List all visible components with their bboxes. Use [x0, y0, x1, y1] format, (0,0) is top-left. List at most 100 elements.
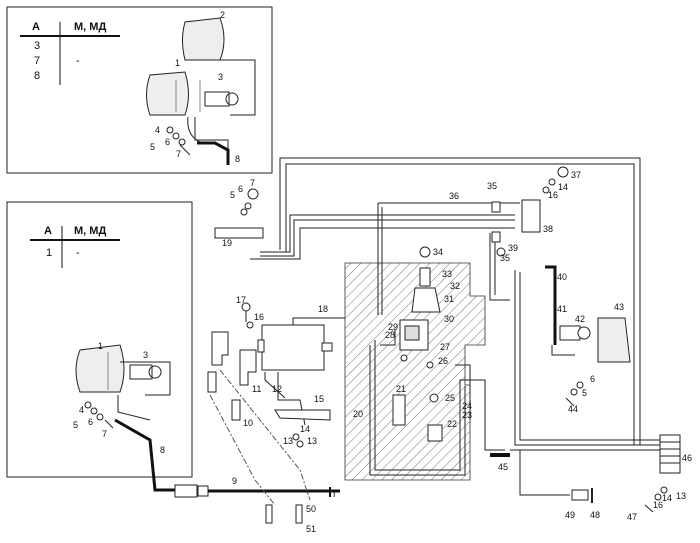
callout-28: 28 [385, 330, 395, 340]
inset-top-row0-a: 3 [34, 40, 40, 52]
callout-40: 40 [557, 272, 567, 282]
callout-23: 23 [462, 410, 472, 420]
inset-left-col-b: М, МД [74, 225, 106, 237]
connector-9b [197, 485, 209, 497]
left-label-5: 5 [73, 420, 78, 430]
cable-40 [545, 265, 557, 345]
callout-35b: 35 [500, 253, 510, 263]
callout-44: 44 [568, 404, 578, 414]
callout-30: 30 [444, 314, 454, 324]
left-label-3: 3 [143, 350, 148, 360]
inset-left-labels: 1 3 4 5 6 7 8 [73, 341, 165, 455]
callout-41: 41 [557, 304, 567, 314]
callout-21: 21 [396, 384, 406, 394]
callout-31: 31 [444, 294, 454, 304]
callout-50: 50 [306, 504, 316, 514]
left-label-7: 7 [102, 429, 107, 439]
callout-12: 12 [272, 384, 282, 394]
callout-51: 51 [306, 524, 316, 534]
callout-5-b: 5 [582, 388, 587, 398]
inset-left-frame [6, 201, 193, 478]
callout-18: 18 [318, 304, 328, 314]
left-label-1: 1 [98, 341, 103, 351]
inset-top-headlamps [146, 17, 256, 155]
switch-19 [214, 188, 264, 239]
callout-33: 33 [442, 269, 452, 279]
label-8: 8 [235, 154, 240, 164]
callout-14: 14 [300, 424, 310, 434]
label-1: 1 [175, 58, 180, 68]
left-label-6: 6 [88, 417, 93, 427]
callout-16-right: 16 [548, 190, 558, 200]
callout-6-b: 6 [590, 374, 595, 384]
callout-39: 39 [508, 243, 518, 253]
tail-lamp-43 [597, 317, 631, 363]
callout-46: 46 [682, 453, 692, 463]
callout-38: 38 [543, 224, 553, 234]
callout-16: 16 [254, 312, 264, 322]
inset-top-row2-a: 8 [34, 70, 40, 82]
callout-16-bottom: 16 [653, 500, 663, 510]
bolts [241, 302, 668, 513]
callout-25: 25 [445, 393, 455, 403]
callout-labels: 9 10 11 12 13 14 15 16 17 18 19 20 21 22… [222, 170, 692, 534]
callout-17: 17 [236, 295, 246, 305]
connector-9 [174, 484, 198, 498]
left-label-8: 8 [160, 445, 165, 455]
callout-13-right: 13 [676, 491, 686, 501]
callout-19: 19 [222, 238, 232, 248]
callout-13-b: 13 [283, 436, 293, 446]
callout-29: 29 [388, 322, 398, 332]
callout-13: 13 [307, 436, 317, 446]
inset-top-cable [197, 141, 230, 165]
engine-hatch-area [344, 262, 486, 481]
callout-32: 32 [450, 281, 460, 291]
main-harness [250, 157, 660, 476]
inset-left-row0-a: 1 [46, 247, 52, 259]
inset-top-frame [6, 6, 273, 174]
inset-left-headlamp [75, 344, 171, 429]
lead-line-a [209, 394, 276, 506]
callout-34: 34 [433, 247, 443, 257]
callout-26: 26 [438, 356, 448, 366]
callout-9: 9 [232, 476, 237, 486]
ignition-coil-12 [257, 317, 345, 426]
cable-8 [114, 418, 175, 492]
inset-top-table: А М, МД 3 7 - 8 [20, 21, 120, 85]
bracket-15 [274, 409, 331, 421]
callout-10: 10 [243, 418, 253, 428]
label-6: 6 [165, 137, 170, 147]
lead-line-b [219, 369, 311, 501]
label-2: 2 [220, 10, 225, 20]
callout-5-top: 5 [230, 190, 235, 200]
inset-left-row0-b: - [76, 247, 80, 259]
connector-38 [491, 166, 569, 257]
callout-42: 42 [575, 314, 585, 324]
callout-27: 27 [440, 342, 450, 352]
inset-top-col-b: М, МД [74, 21, 106, 33]
parts-21-22 [392, 354, 443, 442]
callout-47: 47 [627, 512, 637, 522]
callout-7-top: 7 [250, 178, 255, 188]
left-label-4: 4 [79, 405, 84, 415]
callout-11: 11 [252, 384, 261, 394]
callout-48: 48 [590, 510, 600, 520]
callout-45: 45 [498, 462, 508, 472]
callout-20: 20 [353, 409, 363, 419]
callout-14-right: 14 [558, 182, 568, 192]
plugs-50-51 [265, 504, 303, 524]
label-7: 7 [176, 149, 181, 159]
callout-15: 15 [314, 394, 324, 404]
inset-left-col-a: А [44, 225, 52, 237]
callout-14-bottom: 14 [662, 493, 672, 503]
callout-43: 43 [614, 302, 624, 312]
sensor-49 [519, 450, 593, 503]
callout-36: 36 [449, 191, 459, 201]
callout-49: 49 [565, 510, 575, 520]
callout-24: 24 [462, 401, 472, 411]
distributor [399, 246, 441, 351]
label-3: 3 [218, 72, 223, 82]
pad-46 [659, 434, 681, 474]
